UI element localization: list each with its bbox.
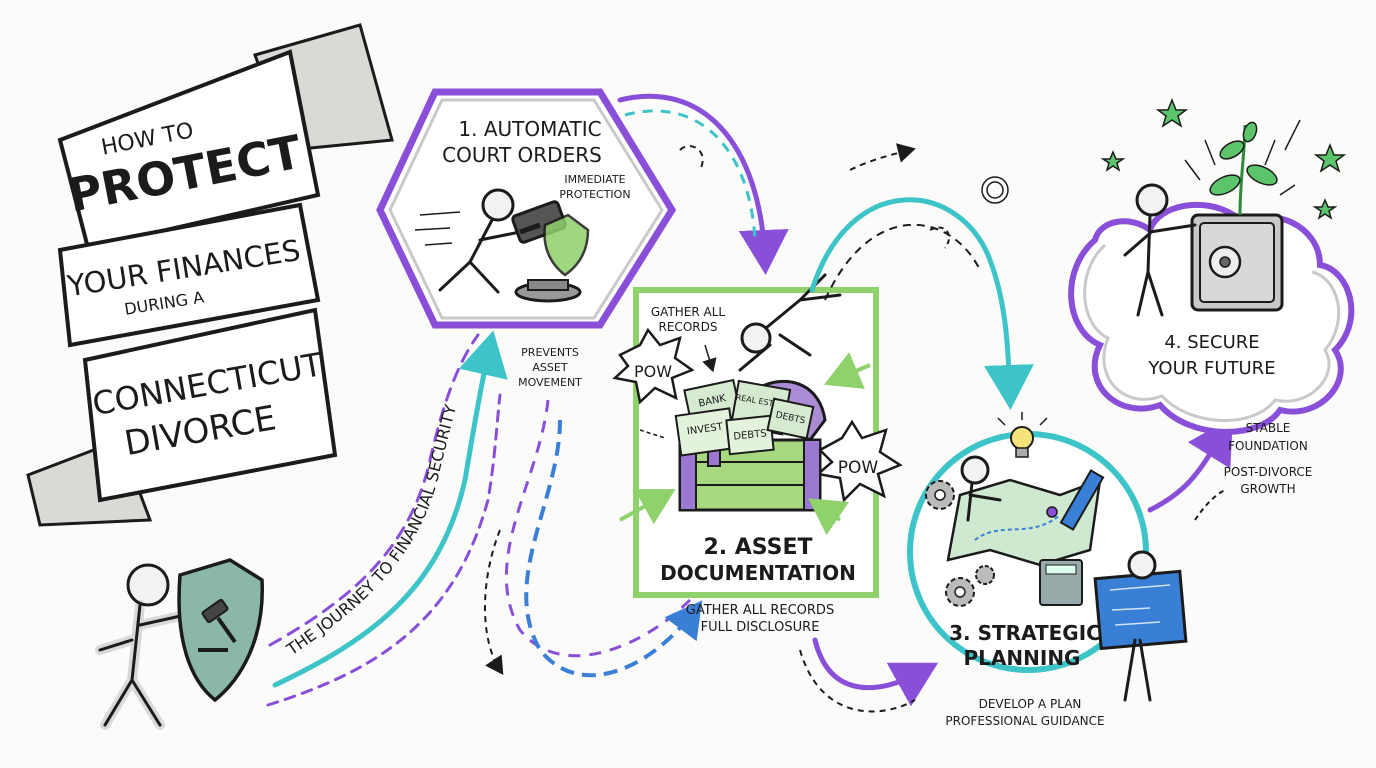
step-4-title-line1: 4. SECURE: [1164, 332, 1259, 353]
title-banner: HOW TO PROTECT YOUR FINANCES DURING A CO…: [26, 23, 394, 527]
step-4-title-line2: YOUR FUTURE: [1147, 358, 1275, 379]
document-debts-2: DEBTS: [766, 397, 815, 440]
step-1-title-line2: COURT ORDERS: [442, 143, 602, 167]
document-stack: BANK INVEST REAL ESTATE DEBTS DEBTS: [674, 378, 815, 457]
planner-figure: [960, 455, 1002, 522]
step-2-title-line2: DOCUMENTATION: [660, 561, 856, 585]
title-ribbon-1: [57, 49, 321, 251]
pow-burst-1: POW: [612, 327, 695, 405]
document-invest: INVEST: [674, 407, 736, 457]
step-2-title-line1: 2. ASSET: [703, 535, 812, 560]
step-4-note-line3: POST-DIVORCE: [1224, 465, 1313, 479]
svg-text:INVEST: INVEST: [686, 421, 724, 437]
step-1-prevents-line2: ASSET: [532, 361, 567, 374]
step-4-note-line2: FOUNDATION: [1228, 439, 1308, 453]
arrow-step2-bottom-to-step3: [799, 637, 939, 713]
map-icon: [946, 478, 1102, 567]
star-icon: [1100, 97, 1347, 220]
shield-icon: [543, 213, 590, 277]
step-3-caption-line2: PROFESSIONAL GUIDANCE: [945, 714, 1104, 728]
blueprint-icon: [1093, 569, 1188, 651]
pencil-icon: [1059, 469, 1105, 531]
hero-figure: [1123, 183, 1197, 317]
step-1-title-line1: 1. AUTOMATIC: [458, 117, 601, 141]
step-1-hexagon: [376, 88, 677, 329]
step-3-strategic-planning: 3. STRATEGIC PLANNING DEVELOP A PLAN PRO…: [907, 412, 1188, 728]
document-debts-1: DEBTS: [725, 414, 775, 456]
arrow-step3-to-step4: [1147, 417, 1233, 521]
title-ribbon-3: [82, 307, 338, 503]
pow-burst-2: POW: [815, 419, 903, 503]
title-ribbon-2: [57, 202, 321, 348]
arrow-step1-to-step2: [617, 93, 789, 275]
step-4-note-line4: GROWTH: [1240, 482, 1295, 496]
shield-icon: [177, 558, 264, 703]
step-3-caption-line1: DEVELOP A PLAN: [979, 697, 1082, 711]
step-2-top-note-line1: GATHER ALL: [651, 305, 726, 319]
svg-text:DEBTS: DEBTS: [733, 428, 767, 442]
gavel-figure: [414, 188, 590, 303]
step-1-note-line2: PROTECTION: [559, 188, 630, 201]
step-1-note-line1: IMMEDIATE: [564, 173, 625, 186]
step-3-title-line1: 3. STRATEGIC: [949, 621, 1101, 645]
step-4-note-line1: STABLE: [1246, 421, 1291, 435]
gear-icon: [925, 480, 995, 607]
diving-figure: [738, 273, 842, 372]
arrow-step2-to-step3: [809, 143, 1034, 410]
step-3-title-line2: PLANNING: [964, 646, 1081, 670]
blueprint-figure: [1123, 550, 1157, 702]
step-1-automatic-court-orders: 1. AUTOMATIC COURT ORDERS IMMEDIATE PROT…: [376, 88, 677, 389]
step-2-asset-documentation: GATHER ALL RECORDS POW POW: [612, 273, 903, 635]
step-2-caption-line1: GATHER ALL RECORDS: [686, 603, 834, 618]
arrow-loop-to-step2: [484, 399, 703, 678]
pow-text-1: POW: [634, 362, 672, 381]
lightbulb-icon: [997, 412, 1048, 458]
safe-icon: [1190, 213, 1284, 312]
plant-icon: [1209, 121, 1278, 216]
step-1-prevents-line1: PREVENTS: [521, 346, 579, 359]
step-2-top-note-line2: RECORDS: [659, 320, 718, 334]
step-4-secure-your-future: 4. SECURE YOUR FUTURE STABLE FOUNDATION …: [1068, 97, 1355, 496]
shield-figure: [95, 558, 264, 730]
pow-text-2: POW: [838, 458, 879, 478]
step-2-caption-line2: FULL DISCLOSURE: [701, 620, 820, 635]
step-1-prevents-line3: MOVEMENT: [518, 376, 582, 389]
calculator-icon: [1039, 559, 1083, 606]
gavel-icon: [198, 598, 237, 652]
